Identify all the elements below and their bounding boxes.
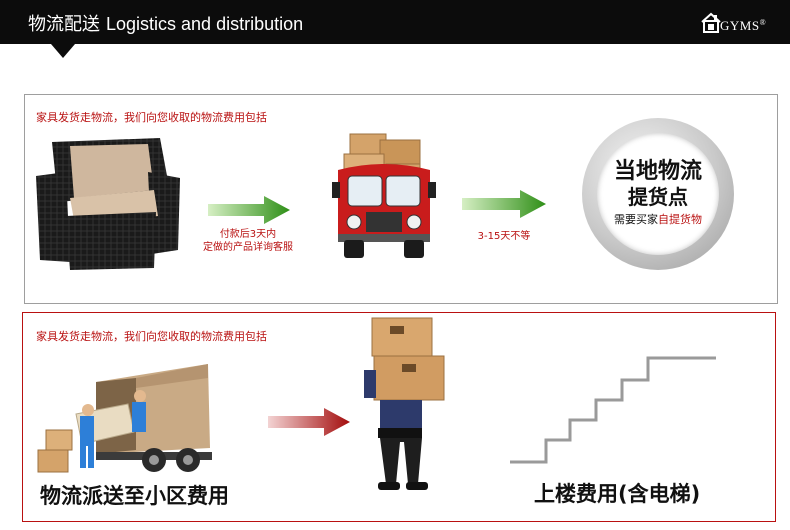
house-logo-icon xyxy=(701,12,721,33)
pickup-badge xyxy=(597,133,719,255)
delivery-truck-icon xyxy=(332,133,436,258)
green-arrow-icon xyxy=(462,190,546,218)
title-cn: 物流配送 xyxy=(28,14,100,35)
stairs-icon xyxy=(510,356,716,464)
badge-line2: 提货点 xyxy=(628,185,688,209)
logo-text: GYMS® xyxy=(720,18,767,33)
caption-upstairs-fee: 上楼费用(含电梯) xyxy=(534,482,701,506)
panel2-note: 家具发货走物流，我们向您收取的物流费用包括 xyxy=(36,330,267,343)
header-pointer xyxy=(51,44,75,58)
movers-truck-icon xyxy=(37,364,212,473)
box-carrier-icon xyxy=(364,317,445,490)
step1-line2: 定做的产品详询客服 xyxy=(203,242,293,253)
caption-delivery-fee: 物流派送至小区费用 xyxy=(40,484,229,508)
green-arrow-icon xyxy=(208,196,290,224)
badge-line3: 需要买家自提货物 xyxy=(614,213,702,226)
armchair-icon xyxy=(36,138,180,270)
step2-note: 3-15天不等 xyxy=(477,231,531,242)
title-en: Logistics and distribution xyxy=(106,14,304,34)
page-title: 物流配送 Logistics and distribution xyxy=(28,10,303,36)
red-arrow-icon xyxy=(268,408,350,436)
step1-note: 付款后3天内 定做的产品详询客服 xyxy=(178,228,318,254)
header-bar xyxy=(0,0,790,44)
panel1-note: 家具发货走物流，我们向您收取的物流费用包括 xyxy=(36,111,267,124)
badge-line1: 当地物流 xyxy=(613,159,702,184)
brand-logo[interactable]: GYMS® xyxy=(700,12,782,36)
step1-line1: 付款后3天内 xyxy=(219,229,277,240)
